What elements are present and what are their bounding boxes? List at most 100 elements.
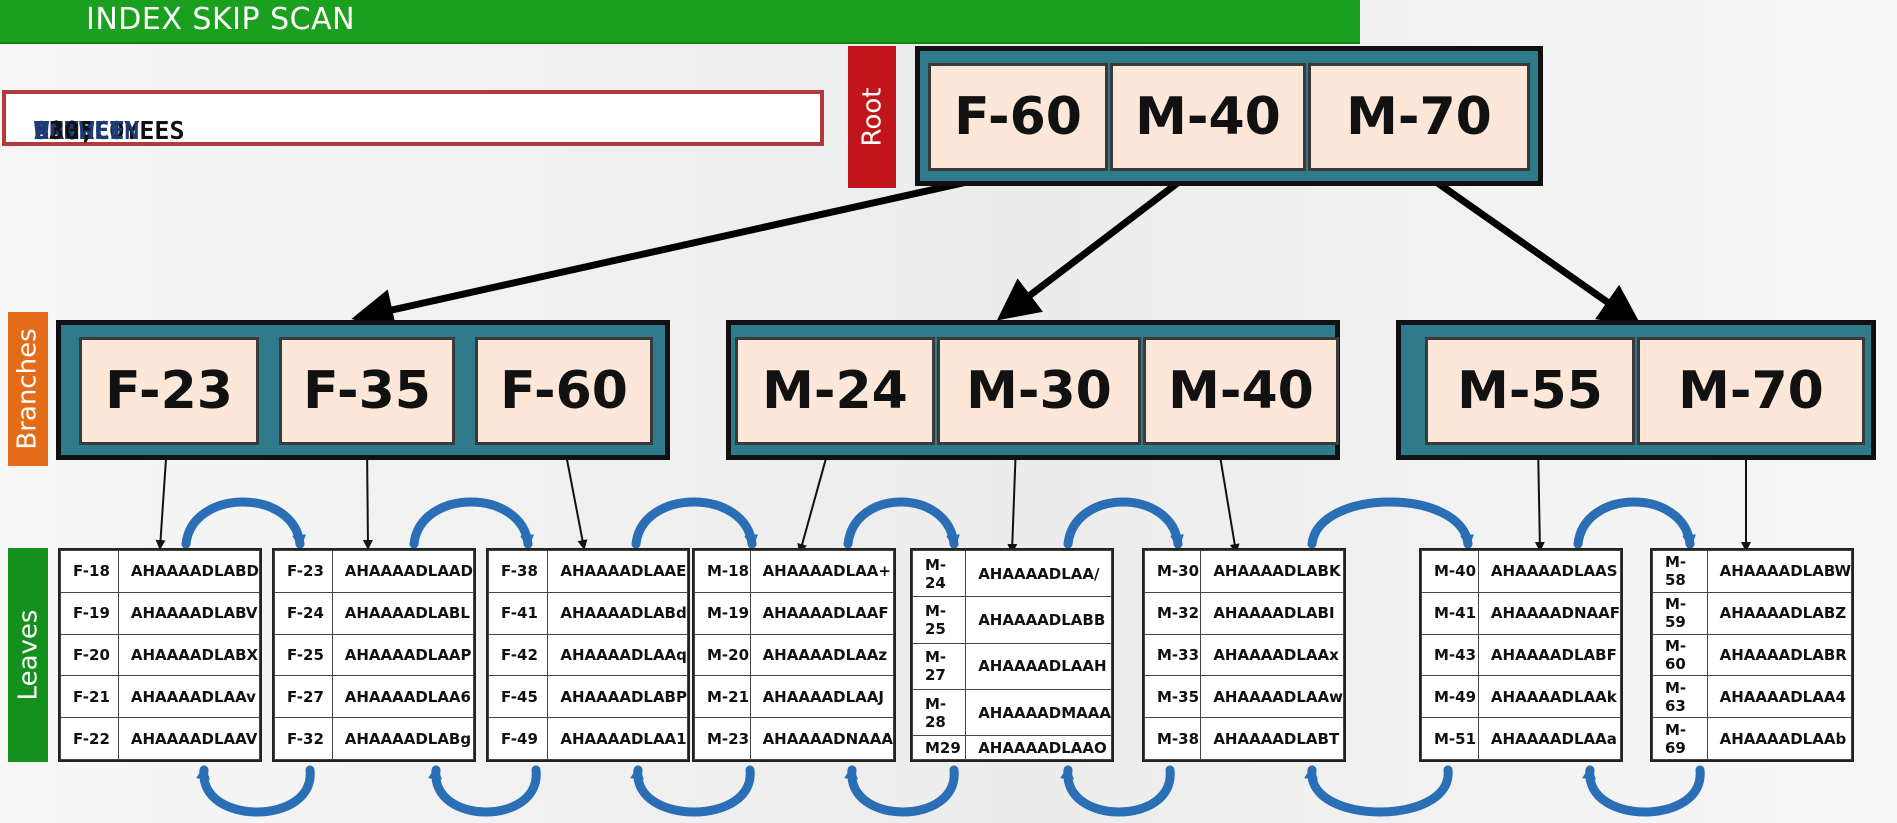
- leaf-key: M-38: [1143, 717, 1202, 760]
- prev-leaf-arrow: [196, 765, 315, 817]
- leaf-rowid: AHAAAADLABF: [1477, 633, 1622, 677]
- leaf-key: M-49: [1421, 675, 1479, 719]
- leaf-rowid: AHAAAADLAAH: [965, 642, 1112, 690]
- sql-text: 20: [34, 116, 95, 145]
- leaf-key: M-63: [1652, 675, 1708, 719]
- leaf-rowid: AHAAAADLAAF: [749, 591, 895, 635]
- leaf-key: M-24: [911, 549, 967, 598]
- leaf-rowid: AHAAAADNAAA: [749, 717, 895, 760]
- leaf-rowid: AHAAAADLAAP: [331, 633, 475, 677]
- leaf-rowid: AHAAAADLAAq: [547, 633, 688, 677]
- leaf-key: F-49: [487, 717, 549, 760]
- leaf-rowid: AHAAAADLAAD: [331, 550, 475, 593]
- leaf-key: F-41: [487, 591, 549, 635]
- branch-node-key: M-70: [1637, 337, 1865, 445]
- sql-text: 30;: [34, 116, 95, 145]
- root-node-key: M-70: [1308, 63, 1530, 171]
- root-to-branch-arrow: [351, 168, 1013, 331]
- leaf-rowid: AHAAAADLABI: [1200, 591, 1344, 635]
- leaf-rowid: AHAAAADLAA+: [749, 550, 895, 593]
- branch-node-key: M-24: [735, 337, 935, 445]
- next-leaf-arrow: [631, 497, 758, 549]
- leaf-key: F-38: [487, 550, 549, 593]
- leaf-rowid: AHAAAADLAAJ: [749, 675, 895, 719]
- leaf-rowid: AHAAAADLAAS: [1477, 550, 1622, 593]
- branch-to-leaf-arrow: [563, 443, 588, 550]
- leaf-rowid: AHAAAADMAAA: [965, 688, 1112, 737]
- leaf-rowid: AHAAAADLAAO: [965, 735, 1112, 760]
- leaf-key: F-22: [60, 717, 119, 760]
- sql-keyword: FROM: [34, 116, 95, 145]
- leaf-key: M-58: [1652, 550, 1708, 593]
- branch-node-key: M-30: [937, 337, 1141, 445]
- leaf-key: M-28: [911, 688, 967, 737]
- next-leaf-arrow: [1307, 497, 1474, 549]
- branch-node-key: F-60: [475, 337, 653, 445]
- leaf-key: M-59: [1652, 591, 1708, 635]
- leaf-rowid: AHAAAADLAA6: [331, 675, 475, 719]
- branch-to-leaf-arrow: [797, 443, 831, 554]
- leaf-rowid: AHAAAADLAAk: [1477, 675, 1622, 719]
- leaf-rowid: AHAAAADLAAw: [1200, 675, 1344, 719]
- prev-leaf-arrow: [428, 765, 541, 817]
- leaf-key: M-51: [1421, 717, 1479, 760]
- leaf-rowid: AHAAAADLABZ: [1706, 591, 1853, 635]
- leaf-rowid: AHAAAADLABd: [547, 591, 688, 635]
- sql-keyword: SELECT: [34, 116, 125, 145]
- branch-node-key: M-40: [1143, 337, 1339, 445]
- leaf-key: M-25: [911, 596, 967, 644]
- leaf-key: M-69: [1652, 717, 1708, 760]
- leaf-rowid: AHAAAADLABL: [331, 591, 475, 635]
- prev-leaf-arrow: [1060, 765, 1175, 817]
- sql-text: AGE: [34, 116, 110, 145]
- next-leaf-arrow: [1573, 497, 1696, 549]
- leaf-key: F-18: [60, 550, 119, 593]
- next-leaf-arrow: [181, 497, 306, 549]
- prev-leaf-arrow: [1304, 765, 1453, 817]
- leaf-key: M-19: [694, 591, 751, 635]
- branch-to-leaf-arrow: [1534, 443, 1545, 552]
- leaf-key: F-19: [60, 591, 119, 635]
- branch-to-leaf-arrow: [1007, 443, 1018, 554]
- next-leaf-arrow: [409, 497, 534, 549]
- leaf-key: F-27: [274, 675, 333, 719]
- next-leaf-arrow: [843, 497, 960, 549]
- leaf-rowid: AHAAAADLAA4: [1706, 675, 1853, 719]
- leaf-rowid: AHAAAADLABP: [547, 675, 688, 719]
- leaf-rowid: AHAAAADLAAz: [749, 633, 895, 677]
- leaf-key: M-18: [694, 550, 751, 593]
- root-node-key: M-40: [1110, 63, 1306, 171]
- leaves-label: Leaves: [8, 548, 48, 762]
- leaf-key: M-23: [694, 717, 751, 760]
- leaf-rowid: AHAAAADLAAb: [1706, 717, 1853, 760]
